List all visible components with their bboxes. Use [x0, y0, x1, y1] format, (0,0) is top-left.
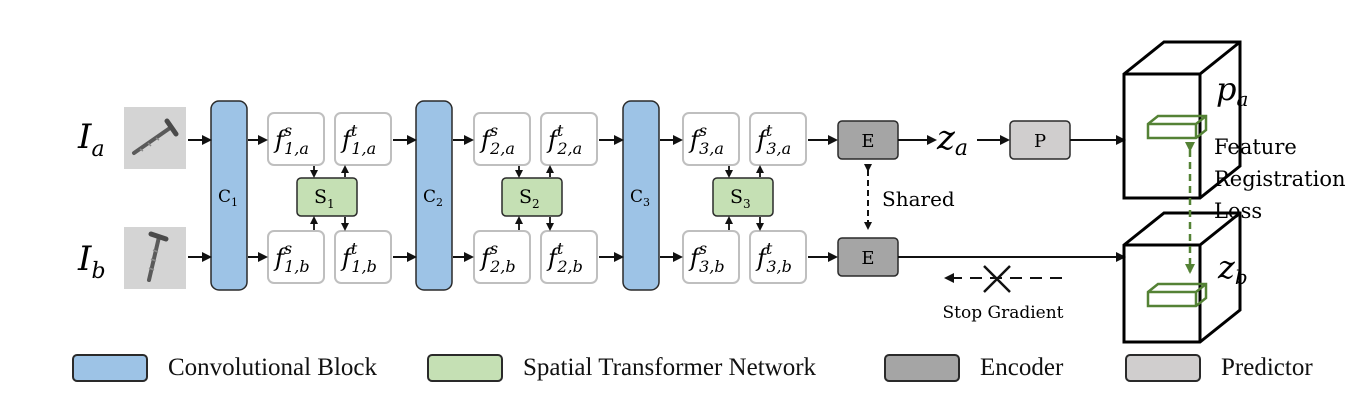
stn-block-3: S3 — [712, 177, 774, 217]
legend-item-stn: Spatial Transformer Network — [427, 351, 816, 385]
legend-swatch-encoder — [884, 354, 960, 382]
legend-label-encoder: Encoder — [980, 354, 1064, 381]
svg-text:E: E — [861, 248, 874, 269]
svg-text:ft1,b: ft1,b — [340, 239, 377, 276]
legend-label-predictor: Predictor — [1221, 354, 1313, 381]
legend-label-conv: Convolutional Block — [168, 354, 378, 381]
conv-block-1: C1 — [210, 100, 248, 291]
svg-text:C1: C1 — [218, 187, 238, 209]
encoder-bottom: E — [837, 237, 899, 277]
cube-bottom — [1122, 211, 1242, 344]
stop-gradient-label: Stop Gradient — [942, 303, 1063, 323]
stop-gradient-arrow — [944, 265, 1062, 293]
legend-swatch-stn — [427, 354, 503, 382]
svg-text:S1: S1 — [314, 186, 335, 211]
svg-text:S2: S2 — [519, 186, 540, 211]
svg-text:P: P — [1034, 131, 1046, 152]
feature-patch-top — [1146, 114, 1208, 140]
legend-swatch-conv — [72, 354, 148, 382]
legend: Convolutional Block Spatial Transformer … — [0, 345, 1371, 395]
latent-p-a: pa — [1216, 70, 1248, 111]
conv-block-3: C3 — [622, 100, 660, 291]
feature-patch-bottom — [1146, 282, 1208, 308]
encoder-top: E — [837, 120, 899, 160]
svg-text:ft2,b: ft2,b — [546, 239, 583, 276]
legend-label-stn: Spatial Transformer Network — [523, 354, 817, 381]
latent-z-a: za — [936, 118, 968, 161]
svg-text:fs3,b: fs3,b — [688, 239, 725, 276]
stn-block-1: S1 — [296, 177, 358, 217]
conv-block-2: C2 — [415, 100, 453, 291]
svg-text:ft2,a: ft2,a — [546, 121, 582, 158]
shared-label: Shared — [882, 187, 955, 211]
svg-text:fs1,b: fs1,b — [273, 239, 310, 276]
svg-text:fs3,a: fs3,a — [688, 121, 724, 158]
svg-text:ft3,a: ft3,a — [755, 121, 791, 158]
svg-text:E: E — [861, 131, 874, 152]
latent-z-b: zb — [1217, 248, 1248, 289]
legend-item-encoder: Encoder — [884, 351, 1063, 385]
svg-text:fs2,a: fs2,a — [479, 121, 515, 158]
svg-text:fs2,b: fs2,b — [479, 239, 516, 276]
input-image-a — [124, 107, 186, 169]
legend-item-conv: Convolutional Block — [72, 351, 377, 385]
svg-text:S3: S3 — [730, 186, 751, 211]
input-b-label: Ib — [77, 239, 106, 284]
svg-text:ft3,b: ft3,b — [755, 239, 792, 276]
loss-label: Feature Registration Loss — [1214, 135, 1352, 223]
stn-block-2: S2 — [501, 177, 563, 217]
legend-swatch-predictor — [1125, 354, 1201, 382]
legend-item-predictor: Predictor — [1125, 351, 1313, 385]
predictor-block: P — [1009, 120, 1071, 160]
input-image-b — [124, 227, 186, 289]
svg-text:fs1,a: fs1,a — [273, 121, 309, 158]
svg-text:ft1,a: ft1,a — [340, 121, 376, 158]
svg-text:C2: C2 — [423, 187, 443, 209]
svg-text:C3: C3 — [630, 187, 650, 209]
input-a-label: Ia — [77, 117, 105, 162]
